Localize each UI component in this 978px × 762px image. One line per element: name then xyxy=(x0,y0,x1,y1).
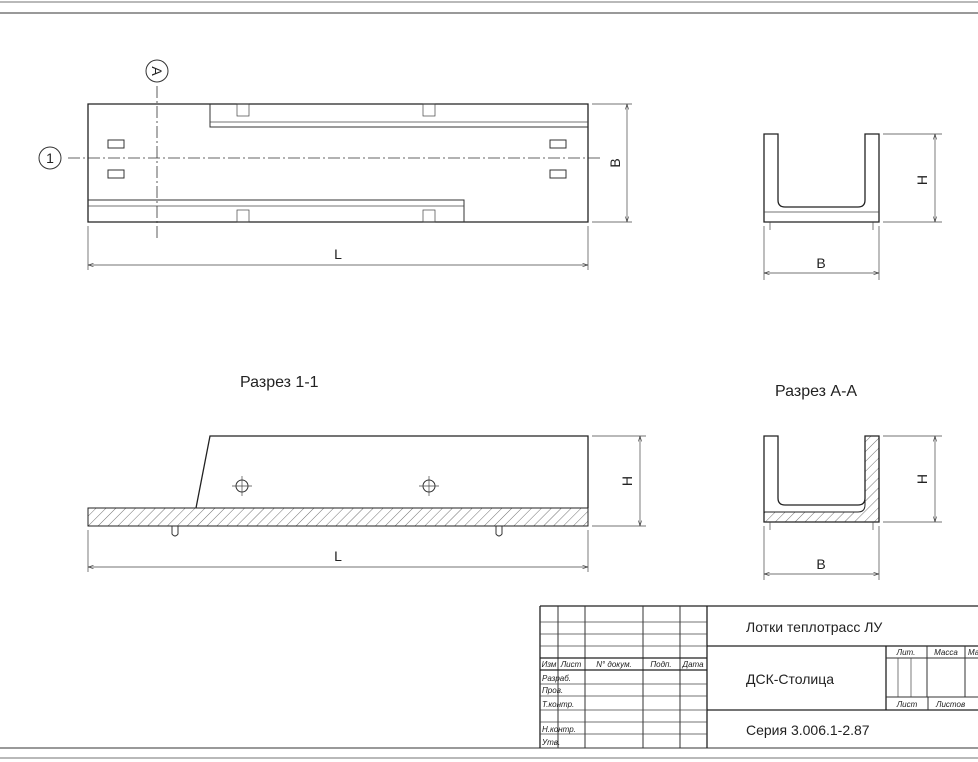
marker-a: A xyxy=(145,59,169,83)
section1-dim-length: L xyxy=(87,530,589,572)
svg-text:A: A xyxy=(149,66,165,76)
wall-hatched xyxy=(763,435,880,523)
cross-dim-height: H xyxy=(883,133,942,223)
row-tkontr: Т.контр. xyxy=(542,700,574,709)
sheets-label: Листов xyxy=(935,700,965,709)
row-razrab: Разраб. xyxy=(542,674,571,683)
svg-text:1: 1 xyxy=(46,150,54,166)
base-slab-hatched xyxy=(87,507,589,527)
col-izm: Изм xyxy=(542,660,557,669)
svg-text:B: B xyxy=(816,556,825,572)
series-code: Серия 3.006.1-2.87 xyxy=(746,722,870,738)
loop-2 xyxy=(495,526,503,537)
sheet-label: Лист xyxy=(896,700,918,709)
plan-view: 1 A L B xyxy=(38,59,632,270)
col-list: Лист xyxy=(560,660,582,669)
company-name: ДСК-Столица xyxy=(746,671,834,687)
title-block: Изм Лист N° докум. Подп. Дата Разраб. Пр… xyxy=(539,605,978,748)
row-prov: Пров. xyxy=(542,686,563,695)
svg-text:H: H xyxy=(914,175,930,185)
col-doc: N° докум. xyxy=(596,660,632,669)
marker-1: 1 xyxy=(38,146,62,170)
svg-text:L: L xyxy=(334,246,342,262)
tray-outline xyxy=(87,103,589,223)
stage-mass: Масса xyxy=(934,648,958,657)
lifting-hole-1 xyxy=(232,476,252,496)
col-date: Дата xyxy=(681,660,704,669)
section-a-a: H B xyxy=(763,435,942,580)
section-1-1-title: Разрез 1-1 xyxy=(240,374,319,391)
loop-1 xyxy=(171,526,179,537)
section1-dim-height: H xyxy=(592,435,646,527)
svg-text:B: B xyxy=(816,255,825,271)
product-name: Лотки теплотрасс ЛУ xyxy=(746,619,882,635)
row-utv: Утв. xyxy=(541,738,560,747)
svg-text:L: L xyxy=(334,548,342,564)
rail-notches xyxy=(236,103,436,223)
plan-dim-length: L xyxy=(87,226,589,270)
row-nkontr: Н.контр. xyxy=(542,725,576,734)
plan-dim-width: B xyxy=(592,103,632,223)
section-a-a-title: Разрез А-А xyxy=(775,383,857,400)
svg-text:H: H xyxy=(619,476,635,486)
lifting-hole-2 xyxy=(419,476,439,496)
svg-text:B: B xyxy=(607,158,623,167)
stage-lit: Лит. xyxy=(896,648,916,657)
sectionA-dim-width: B xyxy=(763,526,880,580)
section-1-1: H L xyxy=(87,435,646,572)
sectionA-dim-height: H xyxy=(883,435,942,523)
cross-dim-width: B xyxy=(763,226,880,280)
stage-scale: Масштаб xyxy=(968,648,978,657)
mounting-slots xyxy=(107,139,567,179)
cross-view: H B xyxy=(763,133,942,280)
svg-text:H: H xyxy=(914,474,930,484)
col-sign: Подп. xyxy=(650,660,671,669)
